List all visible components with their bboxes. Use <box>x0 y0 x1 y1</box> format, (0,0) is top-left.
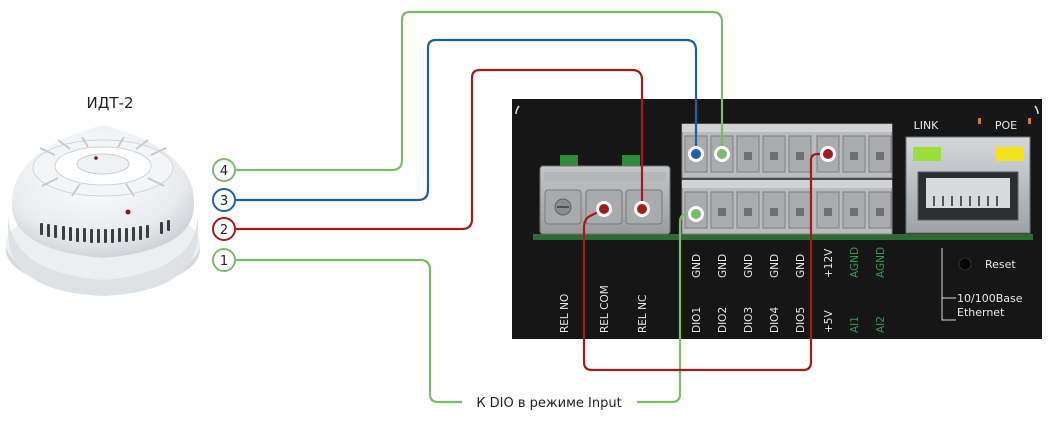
ethernet-port <box>905 136 1031 234</box>
reset-label: Reset <box>985 258 1016 271</box>
pin-label-relay: REL NO <box>559 294 571 333</box>
wire-terminal-1 <box>236 258 462 404</box>
poe-label: POE <box>995 119 1017 132</box>
pin-label-upper: GND <box>769 254 781 278</box>
pin-label-upper: GND <box>743 254 755 278</box>
pin-label-relay: REL COM <box>599 285 611 333</box>
poe-led <box>996 147 1024 161</box>
smoke-detector: ИДТ-2 <box>6 94 200 296</box>
detector-terminal-circle <box>212 188 236 212</box>
relay-terminal-block <box>539 155 671 235</box>
wire-dio-input <box>637 212 696 404</box>
detector-terminal-circle <box>212 158 236 182</box>
link-label: LINK <box>914 119 940 132</box>
pin-label-upper: GND <box>795 254 807 278</box>
dio-input-note: К DIO в режиме Input <box>476 396 621 411</box>
reset-button[interactable] <box>958 257 972 271</box>
pin-label-lower: DIO4 <box>769 307 781 333</box>
pin-label-upper: AGND <box>875 247 887 278</box>
detector-terminal-number: 1 <box>220 254 228 269</box>
pin-label-relay: REL NC <box>637 295 649 333</box>
wire-rel-com-to-12v <box>582 152 828 372</box>
pin-label-lower: DIO3 <box>743 307 755 333</box>
pin-label-lower: +5V <box>823 310 835 333</box>
pin-label-upper: GND <box>717 254 729 278</box>
pin-label-lower: DIO2 <box>717 307 729 333</box>
wire-terminal-4 <box>236 10 724 172</box>
pin-label-lower: AI1 <box>849 316 861 333</box>
pin-label-lower: AI2 <box>875 316 887 333</box>
detector-terminal-number: 3 <box>220 194 228 209</box>
link-led <box>913 147 941 161</box>
wire-terminal-3 <box>236 38 698 202</box>
connection-dots <box>596 146 836 222</box>
pin-label-upper: AGND <box>849 247 861 278</box>
detector-led <box>125 209 131 215</box>
ethernet-label-line1: 10/100Base <box>957 292 1023 305</box>
detector-terminals: 4 3 2 1 <box>212 158 236 272</box>
detector-terminal-circle <box>212 248 236 272</box>
pin-label-lower: DIO5 <box>795 307 807 333</box>
detector-vents <box>40 220 170 243</box>
detector-terminal-number: 2 <box>220 223 228 238</box>
controller-panel: LINK POE Reset 10/100Base Ethernet GND GN… <box>512 99 1042 339</box>
wire-terminal-2 <box>236 68 644 231</box>
wires <box>236 10 828 404</box>
pin-label-lower: DIO1 <box>691 307 703 333</box>
detector-ribs <box>39 136 167 197</box>
ethernet-label-line2: Ethernet <box>957 306 1005 319</box>
detector-terminal-circle <box>212 217 236 241</box>
detector-title: ИДТ-2 <box>86 94 133 112</box>
detector-terminal-number: 4 <box>220 164 228 179</box>
pin-label-upper: GND <box>691 254 703 278</box>
pin-label-upper: +12V <box>823 248 835 278</box>
